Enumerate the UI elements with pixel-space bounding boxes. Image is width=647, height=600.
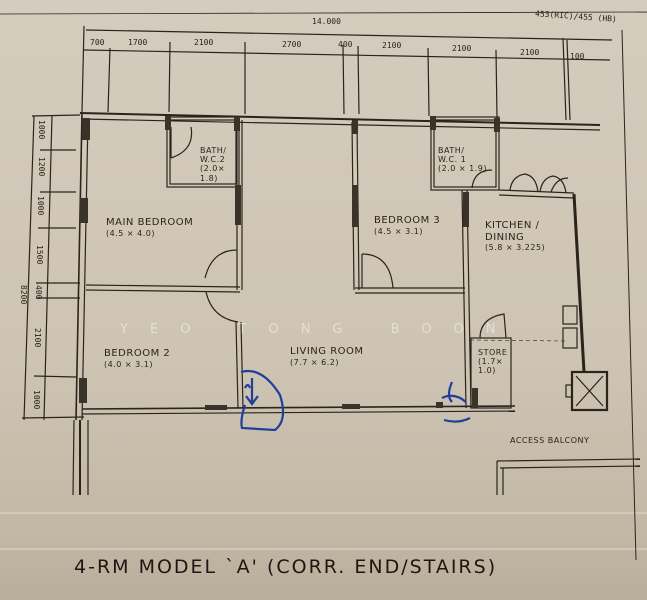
dim-top: 700 <box>90 38 105 47</box>
room-size: (7.7 × 6.2) <box>290 357 339 367</box>
dim-left: 400 <box>34 285 43 300</box>
dim-top: 2100 <box>382 41 402 50</box>
room-size: 1.8) <box>200 173 218 183</box>
room-bedroom-2: BEDROOM 2 (4.0 × 3.1) <box>104 348 170 369</box>
room-name: KITCHEN / <box>485 220 540 231</box>
room-name: BATH/ <box>438 146 465 155</box>
room-bath-2: BATH/ W.C.2 (2.0× 1.8) <box>200 146 226 183</box>
room-bath-1: BATH/ W.C. 1 (2.0 × 1.9) <box>438 146 487 174</box>
room-name: STORE <box>478 348 508 357</box>
room-size: (2.0 × 1.9) <box>438 164 487 174</box>
room-name: MAIN BEDROOM <box>106 217 194 228</box>
room-name: W.C. 1 <box>438 155 467 165</box>
room-name: BEDROOM 2 <box>104 348 171 359</box>
room-bedroom-3: BEDROOM 3 (4.5 × 3.1) <box>374 215 440 236</box>
dim-top: 100 <box>570 52 585 61</box>
room-size: (5.8 × 3.225) <box>485 243 546 252</box>
room-kitchen-dining: KITCHEN / DINING (5.8 × 3.225) <box>485 220 545 252</box>
overall-depth: 8200 <box>19 285 28 305</box>
paper-fold <box>0 512 647 514</box>
room-name: W.C.2 <box>200 155 226 165</box>
dim-top: 2700 <box>282 40 302 49</box>
dim-left: 1000 <box>36 196 45 216</box>
room-size: (2.0× <box>200 164 226 174</box>
dim-left: 1200 <box>37 157 46 177</box>
room-size: (4.5 × 3.1) <box>374 226 423 236</box>
watermark: YEO TONG BOON <box>120 322 518 337</box>
dim-top: 2100 <box>520 48 540 57</box>
dim-left: 1000 <box>32 390 41 410</box>
dim-left: 1000 <box>37 120 46 140</box>
room-name: BATH/ <box>200 146 227 155</box>
access-balcony-label: ACCESS BALCONY <box>510 436 590 445</box>
overall-width: 14.000 <box>312 17 341 26</box>
room-store: STORE (1.7× 1.0) <box>478 348 507 376</box>
drawing-title: 4-RM MODEL `A' (CORR. END/STAIRS) <box>74 556 498 578</box>
dim-top: 2100 <box>452 44 472 53</box>
dim-left: 1500 <box>35 245 44 265</box>
dim-left: 2100 <box>33 328 42 348</box>
dim-top: 400 <box>338 40 353 49</box>
room-size: (1.7× <box>478 357 504 367</box>
room-living: LIVING ROOM (7.7 × 6.2) <box>290 346 364 367</box>
room-name: LIVING ROOM <box>290 346 364 357</box>
room-size: (4.5 × 4.0) <box>106 228 155 238</box>
paper-fold <box>0 548 647 550</box>
room-main-bedroom: MAIN BEDROOM (4.5 × 4.0) <box>106 217 193 238</box>
room-name: DINING <box>485 231 525 243</box>
room-name: BEDROOM 3 <box>374 215 441 226</box>
dim-top: 1700 <box>128 38 148 47</box>
room-size: 1.0) <box>478 366 496 376</box>
dim-top: 2100 <box>194 38 214 47</box>
room-size: (4.0 × 3.1) <box>104 359 153 369</box>
